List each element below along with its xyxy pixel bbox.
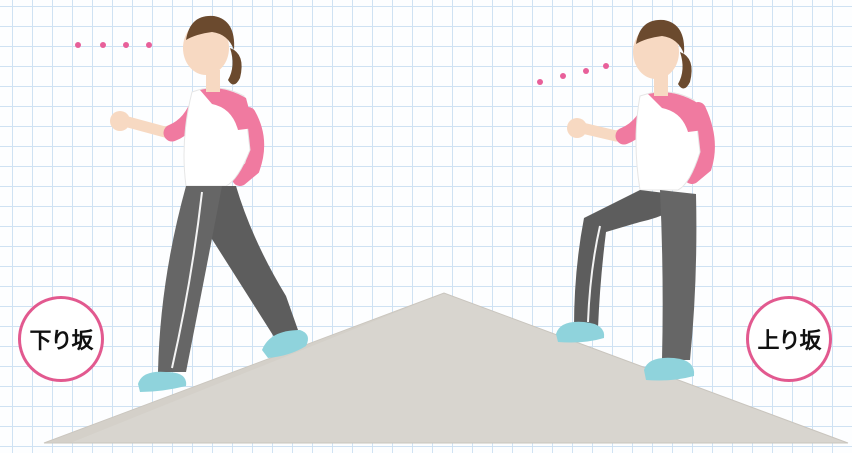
woman-walking-downhill <box>110 16 308 392</box>
downhill-label-badge: 下り坂 <box>18 296 104 382</box>
uphill-label: 上り坂 <box>757 323 820 355</box>
uphill-label-badge: 上り坂 <box>746 296 832 382</box>
downhill-label: 下り坂 <box>29 323 92 355</box>
gaze-dots-left <box>75 42 152 48</box>
woman-walking-uphill <box>556 20 707 381</box>
gaze-dots-right <box>537 63 609 85</box>
